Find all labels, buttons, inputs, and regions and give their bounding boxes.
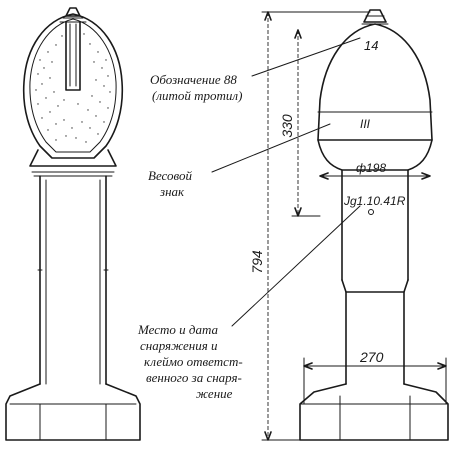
external-tail-boom bbox=[345, 291, 405, 385]
cutaway-head-shell bbox=[22, 13, 124, 159]
head-diameter-value: ф198 bbox=[356, 161, 386, 175]
head-length-dimension bbox=[291, 29, 321, 217]
fuze-tube bbox=[65, 21, 81, 91]
filling-label-line1: Обозначение 88 bbox=[150, 72, 237, 87]
cutaway-tail-fins bbox=[5, 383, 141, 441]
overall-length-dimension bbox=[261, 11, 371, 441]
cutaway-view bbox=[5, 7, 141, 441]
head-length-value: 330 bbox=[279, 114, 295, 138]
overall-length-value: 794 bbox=[249, 250, 265, 274]
filling-label-line2: (литой тротил) bbox=[152, 88, 242, 103]
diameter-dimension bbox=[319, 172, 431, 180]
explosive-filling bbox=[35, 33, 111, 143]
loading-note-line3: клеймо ответст- bbox=[144, 354, 243, 369]
external-view bbox=[299, 9, 449, 441]
loading-note-line5: жение bbox=[196, 386, 233, 401]
external-tail-fins bbox=[299, 383, 449, 441]
leader-lines bbox=[211, 37, 361, 327]
nose-number-label: 14 bbox=[364, 38, 378, 53]
loading-note-line4: венного за снаря- bbox=[146, 370, 242, 385]
tail-span-dimension bbox=[303, 357, 447, 405]
loading-note-line1: Место и дата bbox=[137, 322, 219, 337]
external-head bbox=[317, 23, 433, 141]
cutaway-tail-boom bbox=[39, 175, 107, 385]
stamp-code-label: Jg1.10.41R bbox=[343, 194, 406, 208]
external-fuze bbox=[363, 9, 387, 23]
cutaway-fuze bbox=[65, 7, 81, 17]
tail-span-value: 270 bbox=[359, 349, 384, 365]
weight-mark-note-line1: Весовой bbox=[148, 168, 192, 183]
weight-mark-note-line2: знак bbox=[159, 184, 185, 199]
external-body bbox=[341, 169, 409, 281]
loading-note-line2: снаряжения и bbox=[140, 338, 218, 353]
weight-mark-label: III bbox=[360, 117, 371, 131]
